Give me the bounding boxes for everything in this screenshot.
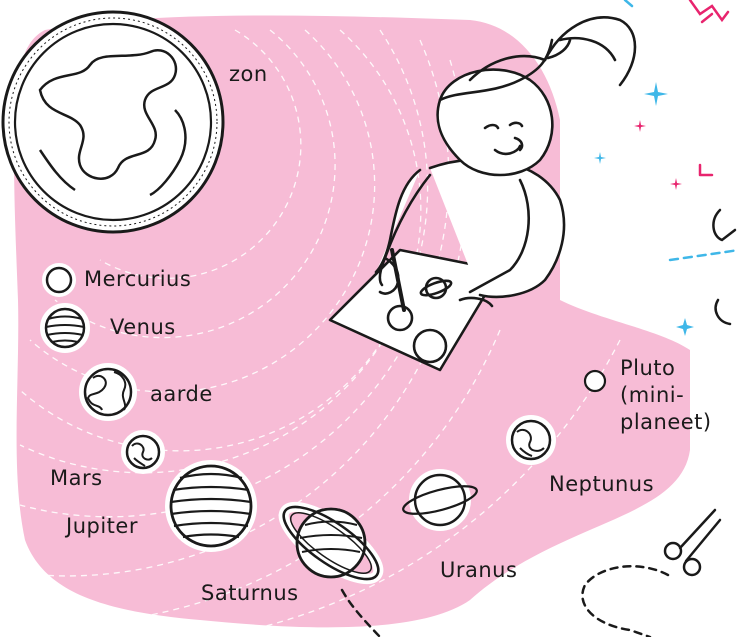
venus-planet-icon bbox=[43, 306, 87, 350]
label-pluto-line3: planeet) bbox=[620, 409, 712, 436]
earth-planet-icon bbox=[82, 366, 134, 418]
star-icon bbox=[594, 82, 694, 336]
label-pluto-line2: (mini- bbox=[620, 382, 712, 409]
sun-icon bbox=[3, 12, 223, 232]
jupiter-planet-icon bbox=[168, 463, 254, 549]
label-mars: Mars bbox=[50, 468, 103, 489]
label-jupiter: Jupiter bbox=[66, 516, 138, 537]
label-mercury: Mercurius bbox=[84, 269, 191, 290]
scissors-icon bbox=[665, 510, 720, 575]
label-venus: Venus bbox=[110, 317, 176, 338]
label-pluto: Pluto (mini- planeet) bbox=[620, 355, 712, 436]
pluto-planet-icon bbox=[585, 371, 605, 391]
space-doodles bbox=[625, 0, 739, 324]
label-uranus: Uranus bbox=[440, 560, 517, 581]
label-sun: zon bbox=[229, 64, 268, 85]
label-saturn: Saturnus bbox=[201, 583, 299, 604]
label-neptune: Neptunus bbox=[549, 474, 654, 495]
label-pluto-line1: Pluto bbox=[620, 355, 712, 382]
mercury-planet-icon bbox=[45, 266, 73, 294]
neptune-planet-icon bbox=[509, 418, 553, 462]
mars-planet-icon bbox=[124, 433, 162, 471]
label-earth: aarde bbox=[150, 384, 213, 405]
